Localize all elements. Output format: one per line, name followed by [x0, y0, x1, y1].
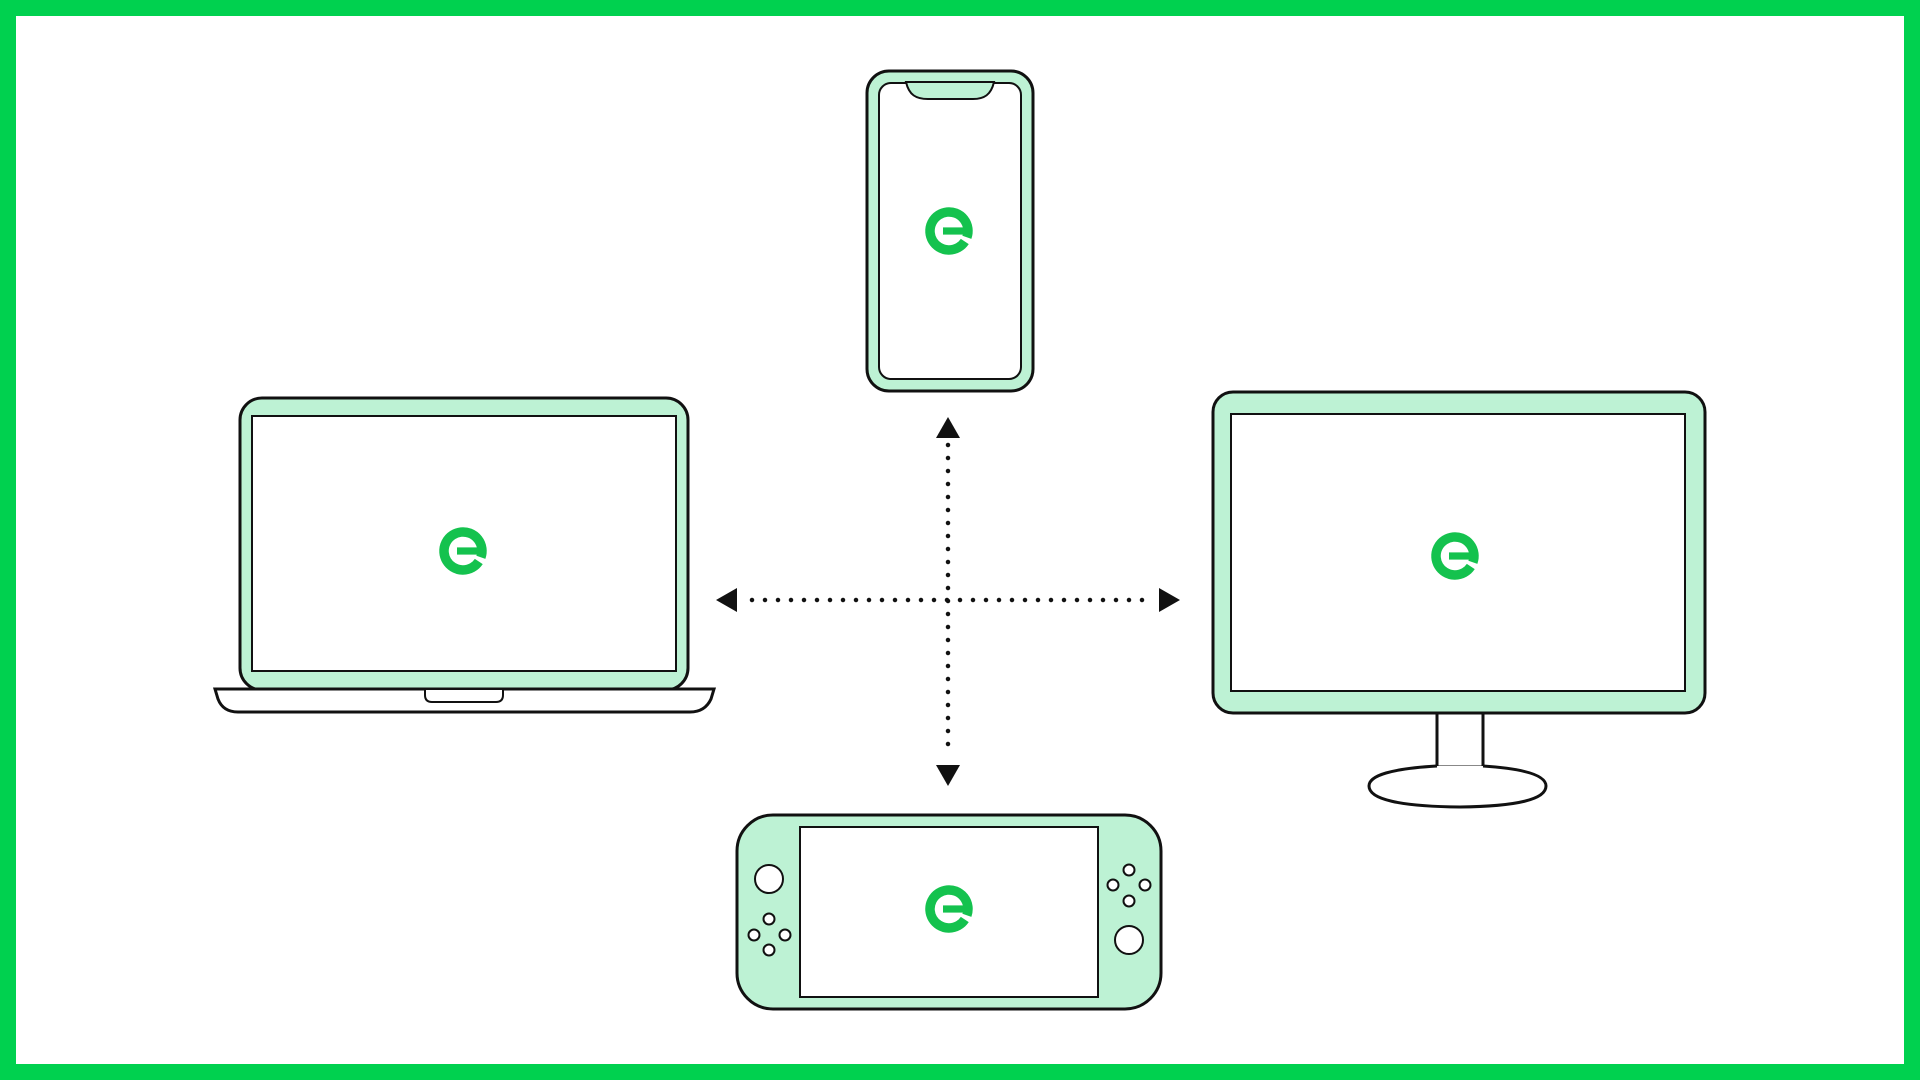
connectors [716, 417, 1180, 786]
right-joystick [1114, 925, 1144, 955]
left-joystick [754, 864, 784, 894]
monitor-stand-neck [1435, 712, 1485, 769]
arrow-up-icon [936, 417, 960, 438]
arrow-down-icon [936, 765, 960, 786]
monitor-stand-base [1367, 764, 1548, 809]
phone-notch [904, 81, 996, 100]
handheld-console-device [735, 813, 1163, 1011]
laptop-device [212, 396, 717, 714]
arrow-right-icon [1159, 588, 1180, 612]
laptop-trackpad-notch [424, 690, 504, 703]
left-dpad [747, 912, 792, 957]
right-action-buttons [1106, 863, 1152, 908]
monitor-device [1211, 390, 1707, 809]
arrow-left-icon [716, 588, 737, 612]
phone-device [865, 69, 1035, 393]
